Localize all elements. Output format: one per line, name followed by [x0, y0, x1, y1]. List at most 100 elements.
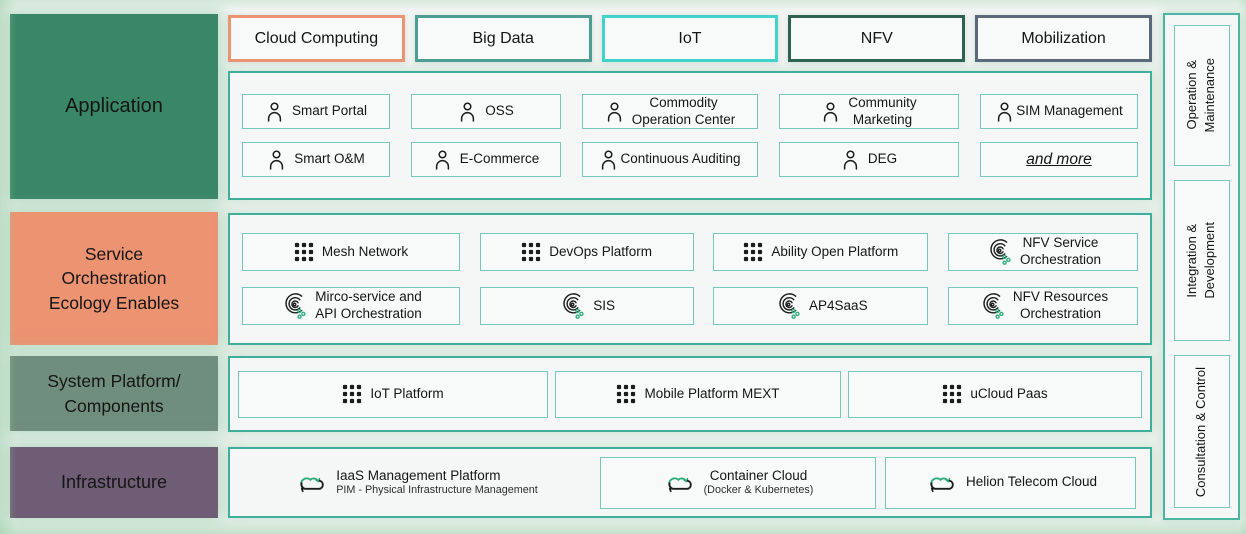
app-item-oss[interactable]: OSS: [411, 94, 561, 129]
layer-application-label: Application: [65, 95, 163, 117]
infrastructure-container: IaaS Management Platform PIM - Physical …: [228, 447, 1152, 518]
sidebar-item-integration-development[interactable]: Integration & Development: [1173, 179, 1230, 342]
layer-application: Application: [10, 14, 218, 199]
svc-item-label: DevOps Platform: [549, 243, 653, 259]
person-icon: [995, 101, 1014, 123]
infra-item-title: Container Cloud: [709, 467, 808, 483]
cloud-sync-icon: [924, 470, 958, 496]
sidebar-item-consultation-control[interactable]: Consultation & Control: [1173, 355, 1230, 508]
app-item-label: Smart O&M: [294, 151, 365, 167]
swirl-icon: [985, 239, 1012, 266]
tab-cloud-computing[interactable]: Cloud Computing: [228, 15, 405, 62]
person-icon: [265, 101, 284, 123]
app-item-continuous-auditing[interactable]: Continuous Auditing: [582, 142, 758, 177]
person-icon: [605, 101, 624, 123]
grid-icon: [743, 242, 763, 262]
system-platform-container: IoT Platform Mobile Platform MEXT uCloud…: [228, 356, 1152, 432]
svc-item-label: SIS: [593, 297, 616, 313]
app-item-label: Commodity Operation Center: [631, 94, 736, 127]
sys-item-label: uCloud Paas: [970, 385, 1048, 401]
right-sidebar: Operation & Maintenance Integration & De…: [1163, 13, 1240, 520]
infra-item-container-cloud[interactable]: Container Cloud (Docker & Kubernetes): [599, 456, 876, 509]
person-icon: [841, 149, 860, 171]
app-item-label: Community Marketing: [848, 94, 917, 127]
svc-item-label: NFV Service Orchestration: [1019, 235, 1101, 267]
layer-service-orchestration-label: Service Orchestration Ecology Enables: [48, 243, 180, 313]
swirl-icon: [280, 293, 307, 320]
svc-item-nfv-resources-orchestration[interactable]: NFV Resources Orchestration: [947, 287, 1138, 325]
grid-icon: [942, 384, 962, 404]
sys-item-mobile-platform-mext[interactable]: Mobile Platform MEXT: [555, 370, 841, 418]
application-container: Smart Portal OSS Commodity Operation Cen…: [228, 71, 1152, 200]
cloud-sync-icon: [662, 470, 696, 496]
app-item-smart-portal[interactable]: Smart Portal: [242, 94, 390, 129]
svc-item-mesh-network[interactable]: Mesh Network: [242, 233, 460, 271]
svc-item-sis[interactable]: SIS: [479, 287, 694, 325]
tab-big-data-label: Big Data: [472, 29, 534, 47]
app-item-commodity-operation-center[interactable]: Commodity Operation Center: [582, 94, 758, 129]
swirl-icon: [558, 293, 585, 320]
person-icon: [267, 149, 286, 171]
tab-mobilization-label: Mobilization: [1021, 29, 1106, 47]
app-item-and-more[interactable]: and more: [980, 142, 1138, 177]
app-item-ecommerce[interactable]: E-Commerce: [411, 142, 561, 177]
app-item-community-marketing[interactable]: Community Marketing: [779, 94, 959, 129]
app-item-label: E-Commerce: [459, 151, 540, 167]
sidebar-item-operation-maintenance[interactable]: Operation & Maintenance: [1173, 25, 1230, 166]
technology-tabs: Cloud Computing Big Data IoT NFV Mobiliz…: [228, 15, 1152, 62]
grid-icon: [616, 384, 636, 404]
app-item-label: Continuous Auditing: [620, 151, 741, 167]
infra-item-subtitle: PIM - Physical Infrastructure Management: [336, 484, 538, 497]
layer-system-platform-label: System Platform/ Components: [47, 371, 181, 416]
grid-icon: [521, 242, 541, 262]
tab-cloud-computing-label: Cloud Computing: [254, 29, 379, 47]
tab-big-data[interactable]: Big Data: [414, 15, 592, 62]
infra-item-helion-telecom-cloud[interactable]: Helion Telecom Cloud: [885, 456, 1136, 509]
sys-item-ucloud-paas[interactable]: uCloud Paas: [848, 370, 1142, 418]
svc-item-micro-service-api-orchestration[interactable]: Mirco-service and API Orchestration: [242, 287, 460, 325]
swirl-icon: [978, 293, 1005, 320]
app-item-sim-management[interactable]: SIM Management: [980, 94, 1138, 129]
app-item-label: OSS: [485, 103, 514, 119]
service-orchestration-container: Mesh Network DevOps Platform Ability Ope…: [228, 213, 1152, 345]
svc-item-label: AP4SaaS: [809, 297, 868, 313]
cloud-sync-icon: [294, 470, 328, 496]
svc-item-label: Mirco-service and API Orchestration: [315, 289, 422, 321]
svc-item-devops-platform[interactable]: DevOps Platform: [479, 233, 694, 271]
app-item-label: Smart Portal: [291, 103, 368, 119]
svc-item-ap4saas[interactable]: AP4SaaS: [713, 287, 929, 325]
swirl-icon: [774, 293, 801, 320]
tab-nfv-label: NFV: [860, 29, 893, 47]
svc-item-nfv-service-orchestration[interactable]: NFV Service Orchestration: [947, 233, 1138, 271]
svc-item-label: NFV Resources Orchestration: [1012, 289, 1109, 321]
sys-item-label: Mobile Platform MEXT: [644, 385, 780, 401]
infra-item-iaas-management-platform[interactable]: IaaS Management Platform PIM - Physical …: [242, 457, 590, 509]
infra-item-title: IaaS Management Platform: [336, 467, 501, 483]
person-icon: [821, 101, 840, 123]
svc-item-label: Ability Open Platform: [771, 243, 899, 259]
sidebar-item-label: Integration & Development: [1184, 222, 1218, 299]
tab-iot[interactable]: IoT: [601, 15, 779, 62]
person-icon: [458, 101, 477, 123]
svc-item-label: Mesh Network: [321, 243, 409, 259]
layer-infrastructure-label: Infrastructure: [60, 472, 168, 492]
person-icon: [599, 149, 618, 171]
grid-icon: [342, 384, 362, 404]
sidebar-item-label: Consultation & Control: [1193, 366, 1209, 497]
grid-icon: [294, 242, 314, 262]
layer-infrastructure: Infrastructure: [10, 447, 218, 518]
app-item-smart-om[interactable]: Smart O&M: [242, 142, 390, 177]
tab-mobilization[interactable]: Mobilization: [975, 15, 1152, 62]
app-item-deg[interactable]: DEG: [779, 142, 959, 177]
app-item-label: and more: [1026, 150, 1092, 168]
tab-iot-label: IoT: [678, 29, 702, 47]
person-icon: [433, 149, 452, 171]
sys-item-iot-platform[interactable]: IoT Platform: [238, 370, 548, 418]
app-item-label: SIM Management: [1016, 103, 1123, 119]
infra-item-title: Helion Telecom Cloud: [965, 474, 1098, 490]
tab-nfv[interactable]: NFV: [788, 15, 966, 62]
sys-item-label: IoT Platform: [370, 385, 444, 401]
infra-item-subtitle: (Docker & Kubernetes): [703, 484, 814, 497]
svc-item-ability-open-platform[interactable]: Ability Open Platform: [713, 233, 929, 271]
app-item-label: DEG: [867, 151, 898, 167]
